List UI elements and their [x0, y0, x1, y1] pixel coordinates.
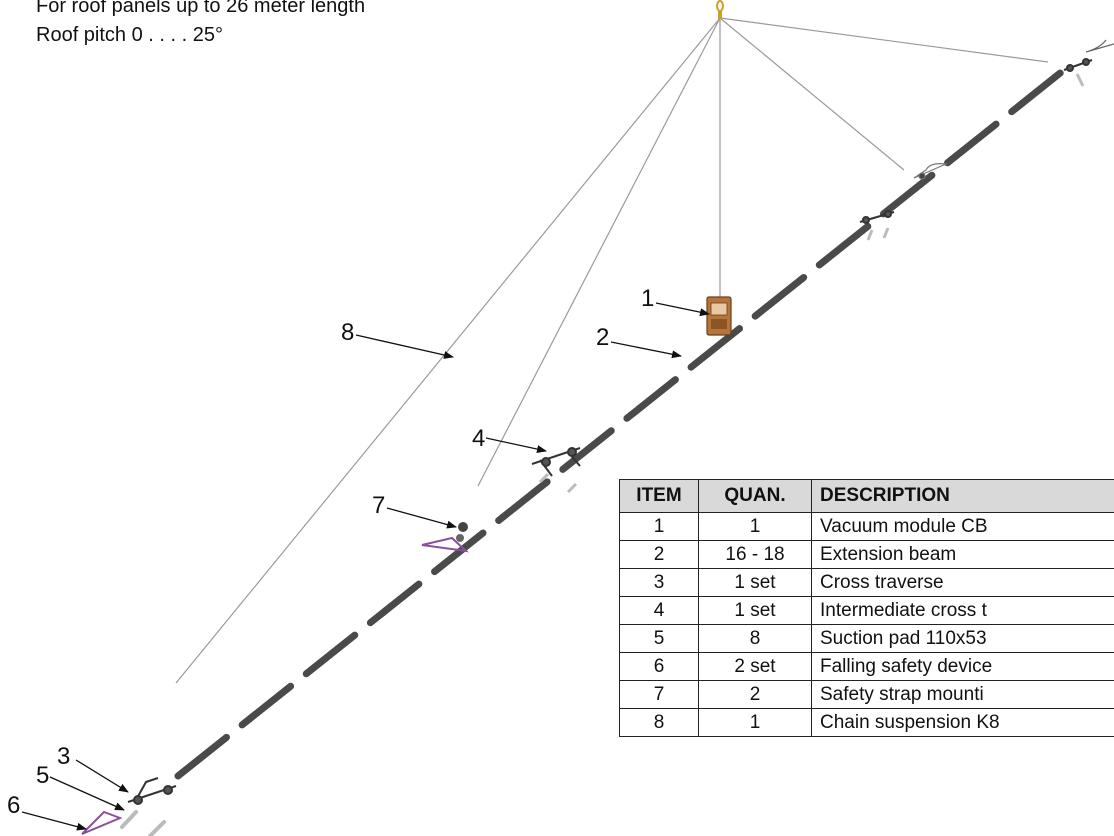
safety-strap-mounting-icon — [456, 522, 468, 542]
extension-beam-segment — [495, 478, 551, 524]
table-row: 7 2 Safety strap mounti — [619, 680, 1114, 709]
suspension-cables — [175, 17, 1049, 684]
intro-text: For roof panels up to 26 meter length Ro… — [36, 0, 365, 50]
extension-beam-segment — [751, 273, 808, 320]
item-number: 4 — [619, 596, 699, 625]
item-quantity: 2 — [698, 680, 812, 709]
front-intermediate-cross-traverse-icon — [531, 447, 581, 494]
cable-to-rear-end — [719, 17, 1049, 63]
extension-beam-segment — [623, 376, 679, 422]
callout-2: 2 — [596, 324, 609, 351]
table-row: 3 1 set Cross traverse — [619, 568, 1114, 597]
item-description: Extension beam — [811, 540, 1114, 569]
extension-beam-line — [174, 69, 1064, 780]
callout-7: 7 — [372, 492, 385, 519]
extension-beam-segment — [1008, 69, 1064, 116]
vacuum-module-icon — [706, 296, 732, 336]
item-number: 6 — [619, 652, 699, 681]
item-description: Chain suspension K8 — [811, 708, 1114, 737]
item-number: 7 — [619, 680, 699, 709]
extension-beam-segment — [302, 631, 359, 678]
extension-beam-segment — [559, 427, 615, 473]
front-falling-safety-device-icon — [81, 810, 123, 835]
callout-labels: 1 2 8 4 7 3 5 6 — [7, 285, 710, 831]
intro-pitch-note: Roof pitch 0 . . . . 25° — [36, 24, 223, 46]
item-description: Vacuum module CB — [811, 512, 1114, 541]
front-cross-traverse-icon — [127, 777, 177, 805]
front-intermediate-safety-device-icon — [421, 536, 469, 553]
callout-1: 1 — [641, 285, 654, 312]
table-row: 5 8 Suction pad 110x53 — [619, 624, 1114, 653]
extension-beam-segment — [687, 325, 744, 371]
callout-6: 6 — [7, 792, 20, 819]
item-quantity: 1 set — [698, 596, 812, 625]
intro-length-note: For roof panels up to 26 meter length — [36, 0, 366, 17]
item-quantity: 8 — [698, 624, 812, 653]
item-number: 1 — [619, 512, 699, 541]
callout-3: 3 — [57, 743, 70, 770]
parts-table-container: ITEM QUAN. DESCRIPTION 1 1 Vacuum module… — [619, 479, 1114, 739]
item-number: 2 — [619, 540, 699, 569]
item-description: Suction pad 110x53 — [811, 624, 1114, 653]
extension-beam-segment — [431, 529, 487, 576]
rear-intermediate-safety-device-icon — [913, 163, 949, 180]
item-number: 3 — [619, 568, 699, 597]
extension-beam-segment — [366, 580, 423, 627]
table-row: 2 16 - 18 Extension beam — [619, 540, 1114, 569]
item-number: 8 — [619, 708, 699, 737]
extension-beam-segment — [238, 682, 295, 729]
callout-8: 8 — [341, 319, 354, 346]
table-row: 8 1 Chain suspension K8 — [619, 708, 1114, 737]
item-description: Intermediate cross t — [811, 596, 1114, 625]
rear-safety-device-icon — [1085, 39, 1114, 53]
header-item: ITEM — [619, 479, 699, 513]
item-quantity: 1 — [698, 512, 812, 541]
cable-to-front-intermediate — [477, 17, 721, 487]
extension-beam-segment — [174, 733, 230, 780]
rear-intermediate-cross-traverse-icon — [859, 210, 895, 241]
suction-pad-icon — [120, 810, 166, 836]
item-quantity: 2 set — [698, 652, 812, 681]
table-row: 1 1 Vacuum module CB — [619, 512, 1114, 541]
header-description: DESCRIPTION — [811, 479, 1114, 513]
table-row: 6 2 set Falling safety device — [619, 652, 1114, 681]
parts-table-header: ITEM QUAN. DESCRIPTION — [619, 479, 1114, 513]
item-description: Falling safety device — [811, 652, 1114, 681]
item-quantity: 1 — [698, 708, 812, 737]
cable-to-rear-intermediate — [719, 17, 905, 171]
extension-beam-segment — [815, 222, 872, 269]
item-quantity: 1 set — [698, 568, 812, 597]
callout-4: 4 — [472, 425, 485, 452]
item-description: Cross traverse — [811, 568, 1114, 597]
lifting-hook-icon — [716, 0, 724, 19]
table-row: 4 1 set Intermediate cross t — [619, 596, 1114, 625]
callout-5: 5 — [36, 762, 49, 789]
item-description: Safety strap mounti — [811, 680, 1114, 709]
extension-beam-segment — [944, 120, 1000, 167]
item-quantity: 16 - 18 — [698, 540, 812, 569]
header-quantity: QUAN. — [698, 479, 812, 513]
rear-cross-traverse-icon — [1063, 58, 1093, 87]
extension-beam-segment — [879, 171, 936, 218]
parts-list-table: ITEM QUAN. DESCRIPTION 1 1 Vacuum module… — [619, 479, 1114, 737]
item-number: 5 — [619, 624, 699, 653]
cable-to-front-end — [175, 17, 721, 684]
